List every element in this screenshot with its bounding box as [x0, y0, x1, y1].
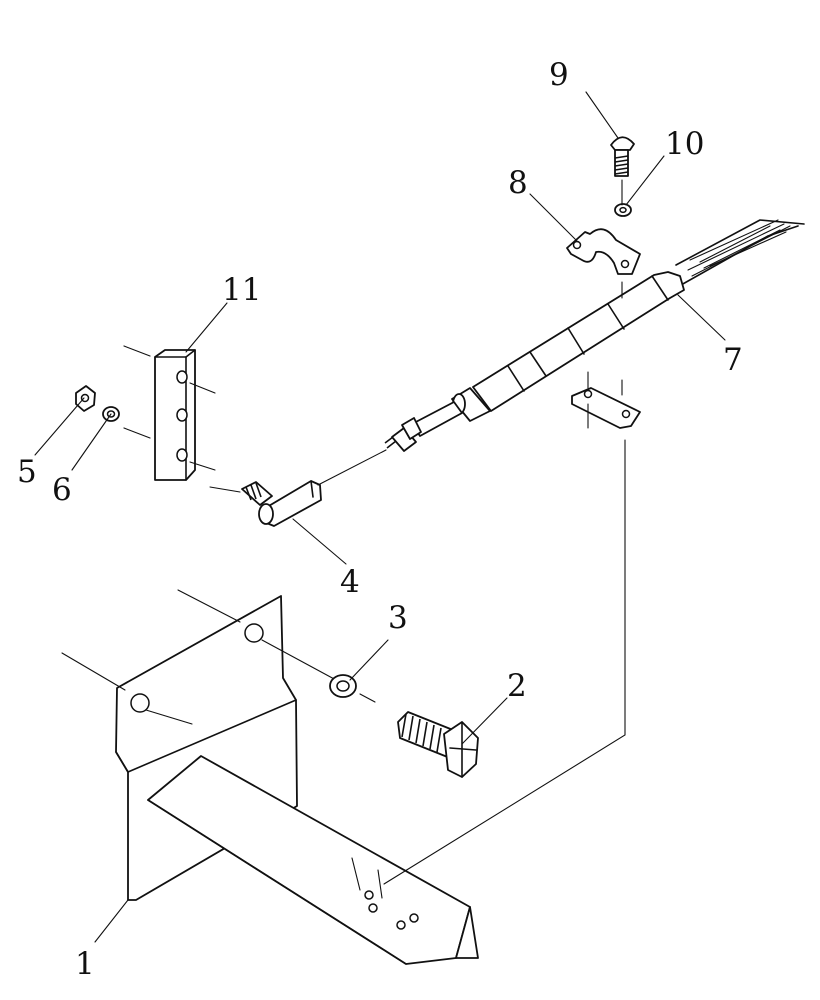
mounting-bracket: [61, 589, 479, 965]
leader-lines: [34, 91, 726, 943]
washer: [102, 406, 120, 422]
assembly-lines: [209, 179, 626, 885]
callout-2: 2: [507, 668, 527, 704]
hex-bolt: [397, 711, 479, 778]
callout-5: 5: [17, 454, 37, 490]
callout-1: 1: [75, 946, 95, 982]
callout-8: 8: [508, 165, 528, 201]
hex-nut: [75, 385, 96, 412]
callout-3: 3: [388, 600, 408, 636]
clamp-plate: [571, 387, 641, 429]
cable-clamp: [566, 228, 641, 275]
callout-10: 10: [665, 126, 704, 162]
callout-6: 6: [52, 472, 72, 508]
callout-11: 11: [222, 272, 261, 308]
carriage-bolt: [610, 136, 635, 177]
cable-end-fitting: [241, 480, 322, 527]
callout-7: 7: [723, 342, 743, 378]
flat-washer: [614, 203, 632, 217]
callout-4: 4: [340, 564, 360, 600]
lock-washer: [329, 674, 357, 698]
push-pull-cable: [317, 219, 805, 486]
connector-bar: [123, 345, 216, 481]
callout-9: 9: [549, 57, 569, 93]
